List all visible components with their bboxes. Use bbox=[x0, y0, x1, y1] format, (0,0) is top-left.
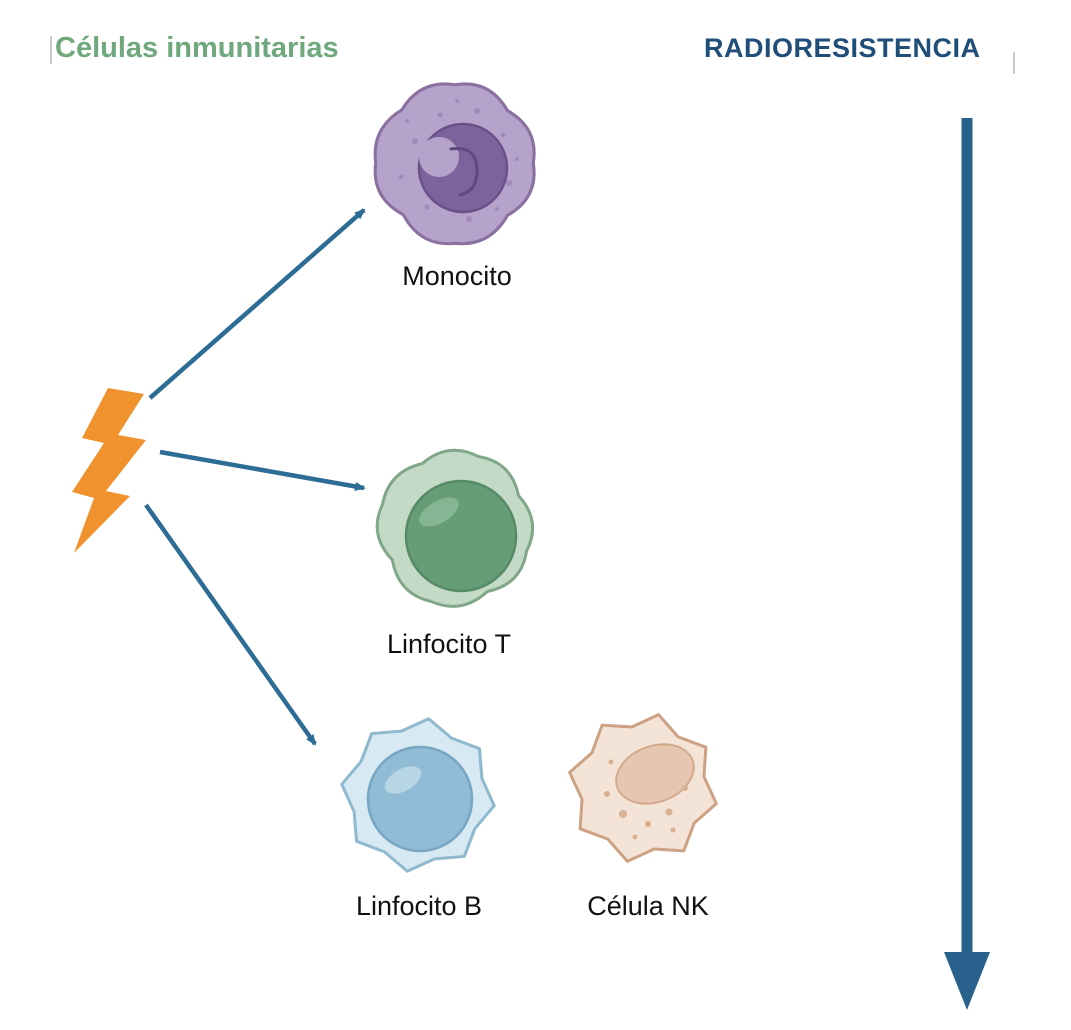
lightning-bolt-shape bbox=[72, 388, 146, 553]
linfocito-t-nucleus bbox=[404, 479, 518, 593]
celula-nk-cell-icon bbox=[568, 713, 718, 863]
monocito-granules bbox=[398, 99, 519, 222]
linfocito-t-cell-icon bbox=[375, 448, 535, 608]
linfocito-b-nucleus bbox=[366, 745, 474, 853]
arrow-to-monocito bbox=[148, 208, 366, 400]
radioresistance-title: RADIORESISTENCIA bbox=[704, 33, 981, 63]
radioresistance-scale-arrow-icon bbox=[944, 118, 990, 1010]
immune-cells-title: Células inmunitarias bbox=[55, 32, 339, 64]
linfocito-b-cell-icon bbox=[340, 717, 496, 873]
monocito-nucleus-swirl bbox=[449, 146, 479, 197]
linfocito-t-label: Linfocito T bbox=[386, 629, 512, 659]
monocito-label: Monocito bbox=[402, 261, 512, 291]
arrow-to-linfocito-t bbox=[159, 449, 366, 491]
linfocito-b-label: Linfocito B bbox=[355, 891, 483, 921]
radioresistance-arrow-head bbox=[944, 952, 990, 1010]
linfocito-b-nucleus-highlight bbox=[384, 766, 422, 794]
celula-nk-granules bbox=[604, 759, 688, 840]
monocito-nucleus-indent bbox=[419, 137, 459, 177]
radiation-lightning-bolt-icon bbox=[72, 388, 146, 553]
celula-nk-nucleus bbox=[615, 743, 695, 805]
cursor-artifact-left bbox=[50, 36, 52, 64]
monocito-cell-icon bbox=[373, 82, 536, 246]
irradiation-arrows bbox=[144, 208, 366, 746]
linfocito-t-nucleus-highlight bbox=[419, 497, 459, 527]
celula-nk-label: Célula NK bbox=[587, 891, 709, 921]
cursor-artifact-right bbox=[1013, 52, 1015, 74]
arrow-to-linfocito-b bbox=[144, 503, 317, 746]
